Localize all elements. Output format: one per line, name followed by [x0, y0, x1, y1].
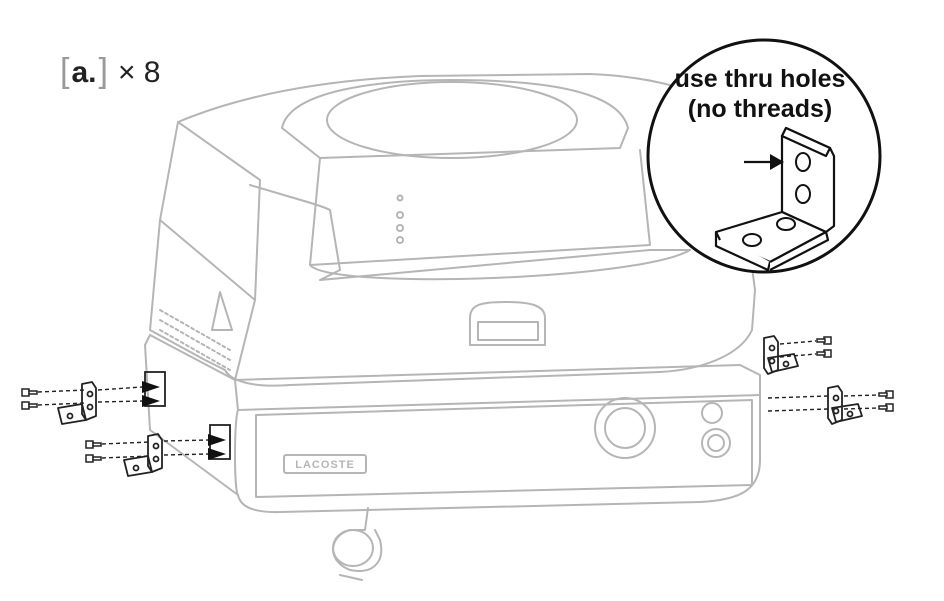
chimney-opening	[326, 81, 578, 159]
bracket-open: [	[60, 52, 70, 90]
bracket-left-lower	[123, 433, 163, 477]
alignment-line	[37, 386, 143, 393]
alignment-line	[37, 400, 143, 406]
alignment-line	[101, 439, 209, 445]
alignment-line	[101, 453, 209, 459]
screw-icon	[85, 440, 102, 449]
bracket-right-lower	[827, 385, 863, 425]
thru-hole-base-left	[742, 233, 762, 247]
screw-icon	[21, 401, 38, 410]
chimney-rim	[281, 79, 629, 159]
arrow-icon	[208, 434, 226, 446]
part-letter: a.	[71, 56, 97, 89]
control-knob	[594, 397, 656, 459]
thru-hole-top	[795, 152, 811, 172]
thru-hole-middle	[795, 184, 811, 204]
arrow-icon	[142, 395, 160, 407]
arrow-icon	[744, 154, 784, 170]
screw-icon	[21, 388, 38, 397]
screw-icon	[816, 336, 832, 345]
warning-triangle	[211, 291, 233, 331]
oven-mouth-lip	[309, 249, 691, 281]
brand-plate	[283, 454, 367, 474]
screw-icon	[85, 454, 102, 463]
bracket-right-upper	[763, 335, 799, 375]
power-button	[701, 428, 731, 458]
bracket-detail	[714, 126, 836, 272]
base-front-panel	[255, 399, 753, 498]
oven-side-panel	[159, 121, 261, 381]
callout-line-1: use thru holes	[674, 65, 846, 93]
oven-badge	[469, 301, 546, 346]
bracket-left-upper	[57, 381, 97, 425]
thru-hole-base-right	[776, 217, 796, 231]
alignment-line	[767, 394, 879, 399]
vent-slots	[159, 309, 231, 371]
part-label: [ a. ] × 8	[60, 52, 160, 91]
brand-plate-text: LACOSTE	[295, 459, 355, 471]
alignment-line	[779, 340, 817, 345]
alignment-line	[767, 407, 879, 412]
bracket-close: ]	[98, 52, 108, 90]
oven-mouth	[309, 149, 651, 266]
ignition-button	[701, 402, 723, 424]
arrow-icon	[142, 381, 160, 393]
base-outline	[144, 334, 761, 514]
screw-icon	[816, 349, 832, 358]
screw-icon	[878, 403, 894, 412]
alignment-line	[779, 353, 817, 358]
arrow-icon	[208, 448, 226, 460]
screw-icon	[878, 390, 894, 399]
callout-text: use thru holes (no threads)	[660, 64, 860, 124]
part-quantity: × 8	[117, 56, 161, 89]
base-top-edge	[234, 379, 761, 496]
callout-line-2: (no threads)	[687, 95, 833, 123]
